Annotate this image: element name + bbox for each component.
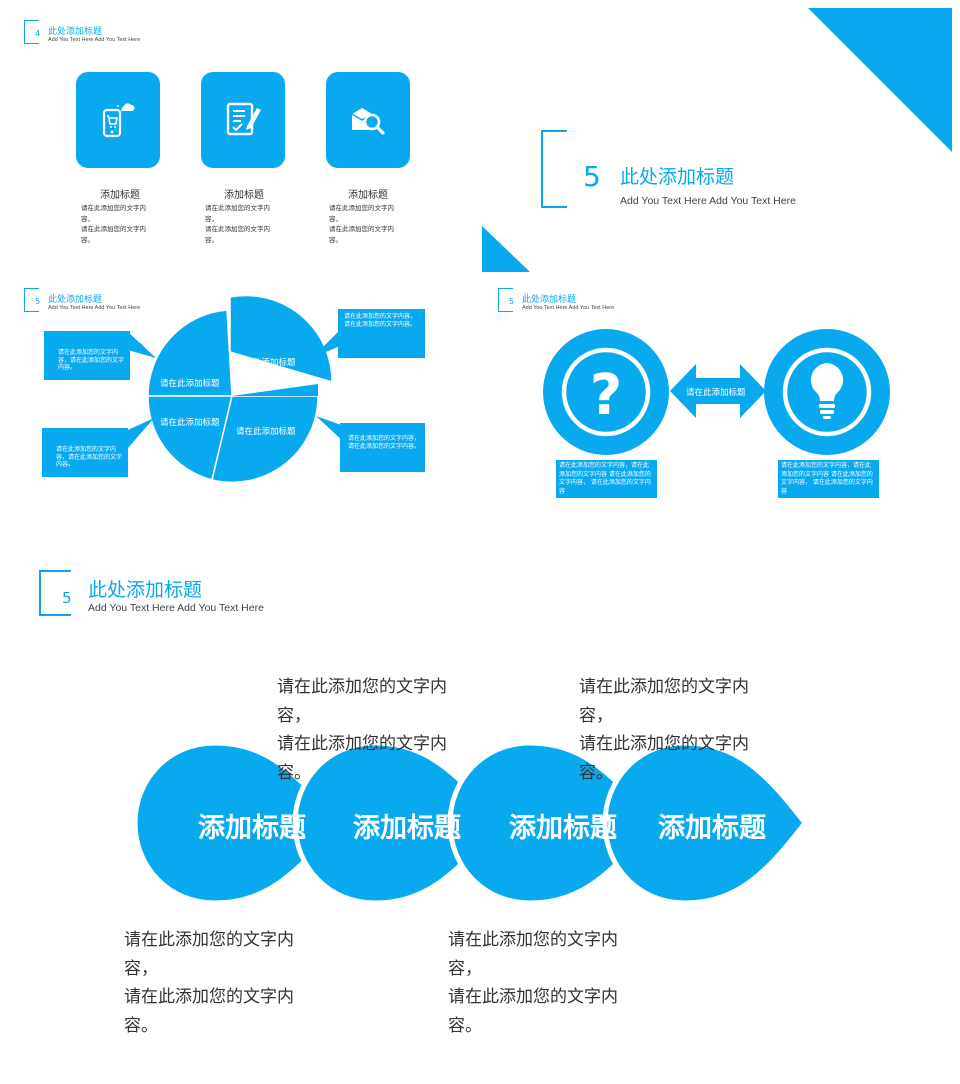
header-title: 此处添加标题 bbox=[48, 27, 103, 37]
header-subtitle: Add You Text Here Add You Text Here bbox=[48, 37, 141, 43]
item-text-2: 请在此添加您的文字内容，请在此添加您的文字内容。 bbox=[205, 204, 270, 244]
tile-phone-cart bbox=[76, 72, 160, 168]
callout-pointer-right-top bbox=[312, 330, 340, 358]
header-title: 此处添加标题 bbox=[48, 295, 103, 305]
flow-label-3: 添加标题 bbox=[509, 813, 617, 844]
pie-label-3: 请在此添加标题 bbox=[160, 418, 220, 428]
callout-left-bottom: 请在此添加您的文字内容，请在此添加您的文字内容。 bbox=[42, 428, 128, 477]
callout-right-top: 请在此添加您的文字内容，请在此添加您的文字内容。 bbox=[338, 309, 425, 358]
question-circle: ? bbox=[543, 329, 669, 455]
header-number: 5 bbox=[509, 297, 515, 306]
callout-pointer-left-top bbox=[128, 332, 156, 358]
header-bracket bbox=[39, 570, 71, 616]
header-title: 此处添加标题 bbox=[88, 579, 203, 601]
flow-text-bottom-1: 请在此添加您的文字内容， 请在此添加您的文字内容。 bbox=[124, 930, 294, 1036]
header-subtitle: Add You Text Here Add You Text Here bbox=[48, 305, 141, 311]
arrow-label: 请在此添加标题 bbox=[686, 388, 746, 398]
tile-document-edit bbox=[201, 72, 285, 168]
callout-left-top: 请在此添加您的文字内容，请在此添加您的文字内容。 bbox=[44, 331, 130, 380]
box-search-icon bbox=[351, 108, 385, 135]
lightbulb-circle bbox=[764, 329, 890, 455]
flow-shapes bbox=[132, 740, 809, 906]
double-arrow bbox=[670, 364, 766, 418]
right-text-box: 请在此添加您的文字内容，请在此添加您的文字内容 请在此添加您的文字内容， 请在此… bbox=[778, 460, 879, 498]
corner-triangle-bottom-left bbox=[482, 226, 530, 272]
pie-diagram bbox=[140, 294, 333, 484]
left-text-box: 请在此添加您的文字内容，请在此添加您的文字内容 请在此添加您的文字内容， 请在此… bbox=[556, 460, 657, 498]
header-bracket bbox=[24, 20, 39, 44]
lightbulb-icon bbox=[810, 363, 844, 419]
phone-cart-icon bbox=[102, 103, 135, 138]
item-label-3: 添加标题 bbox=[348, 190, 388, 201]
header-bracket bbox=[541, 130, 567, 208]
callout-pointer-left-bottom bbox=[128, 418, 154, 448]
flow-label-1: 添加标题 bbox=[198, 813, 306, 844]
pie-label-4: 请在此添加标题 bbox=[236, 427, 296, 437]
flow-text-top-1: 请在此添加您的文字内容， 请在此添加您的文字内容。 bbox=[277, 677, 447, 783]
item-label-1: 添加标题 bbox=[100, 190, 140, 201]
item-text-1: 请在此添加您的文字内容，请在此添加您的文字内容。 bbox=[81, 204, 146, 244]
document-edit-icon bbox=[226, 102, 261, 136]
header-number: 5 bbox=[62, 589, 72, 607]
callout-right-bottom: 请在此添加您的文字内容，请在此添加您的文字内容。 bbox=[340, 423, 425, 472]
tile-box-search bbox=[326, 72, 410, 168]
item-text-3: 请在此添加您的文字内容，请在此添加您的文字内容。 bbox=[329, 204, 394, 244]
item-label-2: 添加标题 bbox=[224, 190, 264, 201]
flow-label-2: 添加标题 bbox=[353, 813, 461, 844]
header-subtitle: Add You Text Here Add You Text Here bbox=[522, 305, 615, 311]
corner-triangle-top-right bbox=[808, 8, 952, 152]
header-number: 4 bbox=[35, 29, 41, 38]
header-number: 5 bbox=[583, 160, 601, 193]
header-number: 5 bbox=[35, 297, 41, 306]
header-title: 此处添加标题 bbox=[522, 295, 577, 305]
flow-label-4: 添加标题 bbox=[658, 813, 766, 844]
header-bracket bbox=[24, 288, 39, 312]
pie-label-1: 请在此添加标题 bbox=[236, 358, 296, 368]
header-subtitle: Add You Text Here Add You Text Here bbox=[620, 195, 796, 207]
question-mark-icon: ? bbox=[590, 363, 622, 428]
header-bracket bbox=[498, 288, 513, 312]
header-title: 此处添加标题 bbox=[620, 166, 735, 188]
flow-text-bottom-2: 请在此添加您的文字内容， 请在此添加您的文字内容。 bbox=[448, 930, 618, 1036]
callout-pointer-right-bottom bbox=[316, 416, 344, 442]
svg-text:?: ? bbox=[590, 363, 622, 428]
pie-label-2: 请在此添加标题 bbox=[160, 379, 220, 389]
header-subtitle: Add You Text Here Add You Text Here bbox=[88, 602, 264, 614]
flow-text-top-2: 请在此添加您的文字内容， 请在此添加您的文字内容。 bbox=[579, 677, 749, 783]
